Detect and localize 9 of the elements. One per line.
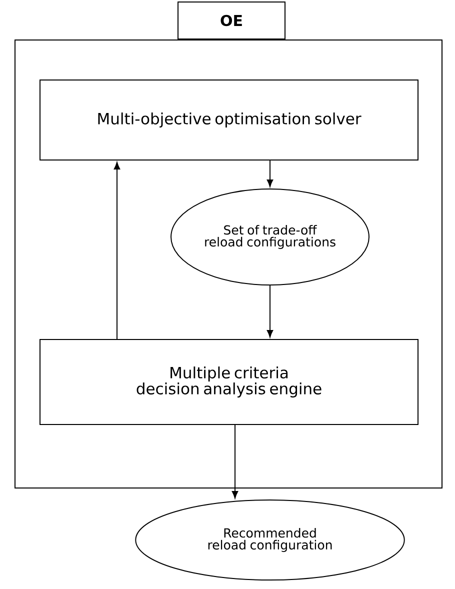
arrow [266, 285, 274, 338]
arrow [232, 424, 238, 499]
ellipse-node: Recommended reload configuration [135, 500, 405, 580]
process-box: Multiple criteria decision analysis engine [40, 339, 418, 425]
arrow [114, 162, 120, 340]
arrow [266, 160, 274, 187]
process-box: Multi-objective optimisation solver [40, 80, 418, 160]
node-label: OE [220, 14, 242, 26]
ellipse-node: Set of trade-off reload configurations [170, 188, 370, 286]
